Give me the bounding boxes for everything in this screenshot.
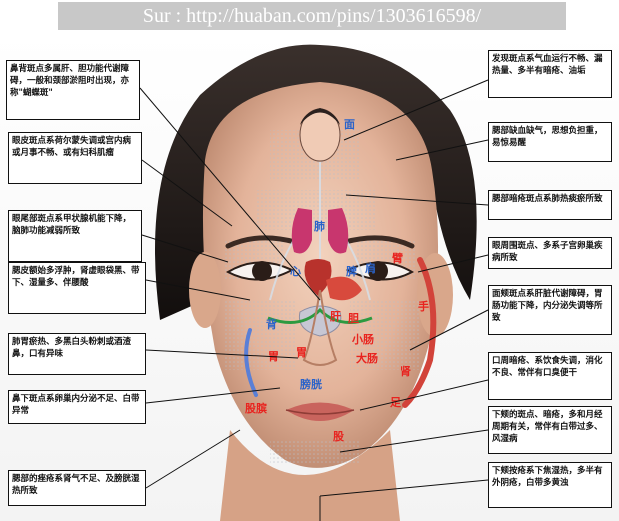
callout-under-nose: 鼻下斑点系卵巢内分泌不足、白带异常 xyxy=(8,390,146,424)
label-arm: 臂 xyxy=(392,251,403,265)
label-back: 背 xyxy=(266,317,277,331)
callout-nose: 肺胃瘀热、多黑白头粉刺或酒渣鼻，口有异味 xyxy=(8,333,146,375)
callout-forehead: 发现斑点系气血运行不畅、漏热量、多半有暗疮、油垢 xyxy=(488,50,612,98)
label-small-intestine: 小肠 xyxy=(351,332,374,346)
label-bladder: 膀胱 xyxy=(299,377,322,391)
callout-mouth: 口周暗疮、系饮食失调，消化不良、常伴有口臭便干 xyxy=(488,352,612,400)
label-femur: 股膑 xyxy=(245,401,267,415)
callout-nose-bridge: 鼻背斑点多属肝、胆功能代谢障碍，一般和颈部淤阻时出现，亦称"蝴蝶斑" xyxy=(6,60,140,120)
callout-under-eye: 腮皮额始多浮肿，肾虚眼袋黑、带下、湿量多、伴腰酸 xyxy=(8,262,146,314)
callout-brow: 腮部暗疮斑点系肺热痰瘀所致 xyxy=(488,190,612,220)
callout-eye-corner: 眼尾部斑点系甲状腺机能下降，脑肺功能减弱所致 xyxy=(8,210,142,262)
label-lung: 肺 xyxy=(314,219,325,233)
callout-cheek: 面颊斑点系肝脏代谢障碍，胃肠功能下降，内分泌失调等所致 xyxy=(488,285,612,335)
label-gall: 胆 xyxy=(348,312,359,325)
label-face: 面 xyxy=(344,118,355,131)
label-kidney: 肾 xyxy=(400,364,411,378)
left-ear xyxy=(189,252,221,328)
callout-temple: 腮部缺血缺气，思想负担重，易惊易醒 xyxy=(488,122,612,162)
mini-portrait xyxy=(300,108,340,161)
label-hand: 手 xyxy=(418,299,429,313)
callout-eye-area: 眼周围斑点、多系子宫卵巢疾病所致 xyxy=(488,237,612,269)
label-thigh: 股 xyxy=(333,430,345,443)
label-shoulder: 肩 xyxy=(365,261,376,275)
label-spleen: 脾 xyxy=(346,264,357,278)
label-liver: 肝 xyxy=(330,310,341,323)
label-stomach: 胃 xyxy=(296,346,307,359)
callout-chin: 下颊按疮系下焦湿热，多半有外阴疮，白带多黄浊 xyxy=(488,462,612,508)
callout-jaw: 下颊的斑点、暗疮，多和月经周期有关，常伴有白带过多、风湿病 xyxy=(488,406,612,454)
callout-cheek-bottom: 腮部的痤疮系肾气不足、及膀胱湿热所致 xyxy=(8,470,146,506)
label-large-intestine: 大肠 xyxy=(356,351,378,365)
callout-eyelid: 眼皮斑点系荷尔蒙失调或宫内病 或月事不畅、或有妇科肌瘤 xyxy=(8,132,142,184)
